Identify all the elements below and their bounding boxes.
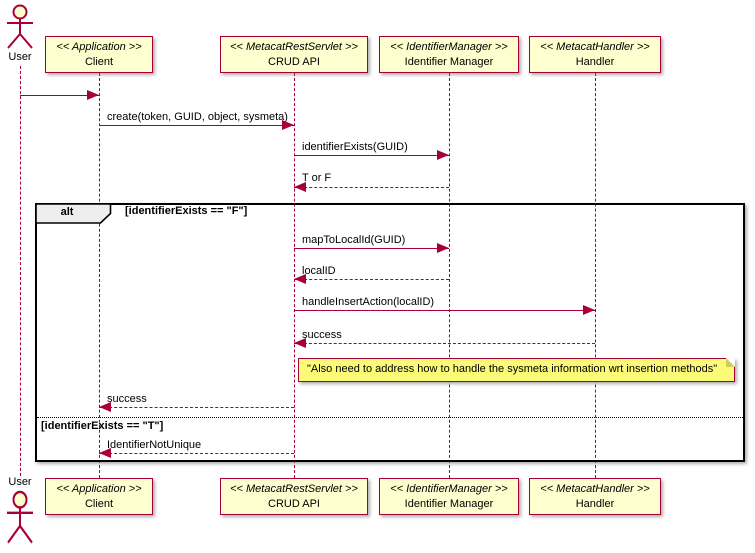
arrowhead-left-icon	[99, 402, 111, 412]
arrowhead-right-icon	[583, 305, 595, 315]
participant-name: Handler	[575, 497, 615, 510]
arrowhead-right-icon	[437, 150, 449, 160]
message-handle-insert-action-label: handleInsertAction(localID)	[302, 296, 435, 308]
message-identifier-exists-line	[294, 155, 449, 156]
participant-stereotype: << IdentifierManager >>	[390, 40, 508, 53]
participant-handler-bottom: << MetacatHandler >> Handler	[529, 478, 661, 515]
message-local-id-line	[294, 279, 449, 280]
participant-client-top: << Application >> Client	[45, 36, 153, 73]
alt-guard-true-branch: [identifierExists == "T"]	[41, 420, 164, 432]
alt-fragment-frame	[35, 203, 745, 462]
user-actor-icon	[7, 4, 33, 49]
lifeline-handler	[595, 73, 596, 478]
alt-guard-false-branch: [identifierExists == "F"]	[125, 205, 248, 217]
lifeline-client	[99, 73, 100, 478]
actor-label-bottom: User	[8, 476, 32, 488]
note-text: "Also need to address how to handle the …	[307, 363, 718, 375]
participant-name: CRUD API	[268, 497, 320, 510]
arrowhead-left-icon	[294, 182, 306, 192]
participant-stereotype: << MetacatHandler >>	[540, 482, 650, 495]
arrowhead-right-icon	[87, 90, 99, 100]
message-t-or-f-label: T or F	[302, 172, 332, 184]
participant-crud-api-top: << MetacatRestServlet >> CRUD API	[220, 36, 368, 73]
message-t-or-f-line	[294, 187, 449, 188]
participant-stereotype: << MetacatHandler >>	[540, 40, 650, 53]
message-success-handler-label: success	[302, 329, 342, 341]
alt-operator-label: alt	[60, 206, 74, 218]
arrowhead-left-icon	[294, 274, 306, 284]
message-user-to-client-line	[20, 95, 99, 96]
arrowhead-right-icon	[282, 120, 294, 130]
message-local-id-label: localID	[302, 265, 336, 277]
participant-stereotype: << IdentifierManager >>	[390, 482, 508, 495]
user-actor-icon	[7, 490, 33, 544]
message-create-line	[99, 125, 294, 126]
participant-client-bottom: << Application >> Client	[45, 478, 153, 515]
participant-stereotype: << Application >>	[56, 482, 142, 495]
message-success-handler-line	[294, 343, 595, 344]
participant-name: Client	[84, 55, 114, 68]
participant-name: Handler	[575, 55, 615, 68]
participant-stereotype: << MetacatRestServlet >>	[230, 482, 358, 495]
arrowhead-right-icon	[437, 243, 449, 253]
message-success-client-label: success	[107, 393, 147, 405]
participant-name: Identifier Manager	[404, 497, 494, 510]
participant-stereotype: << MetacatRestServlet >>	[230, 40, 358, 53]
lifeline-user	[20, 66, 21, 476]
message-map-to-local-id-label: mapToLocalId(GUID)	[302, 234, 406, 246]
participant-crud-api-bottom: << MetacatRestServlet >> CRUD API	[220, 478, 368, 515]
participant-name: Identifier Manager	[404, 55, 494, 68]
participant-name: CRUD API	[268, 55, 320, 68]
alt-operator-pentagon	[36, 204, 112, 224]
message-identifier-not-unique-line	[99, 453, 294, 454]
lifeline-identifier-manager	[449, 73, 450, 478]
participant-identifier-manager-bottom: << IdentifierManager >> Identifier Manag…	[379, 478, 519, 515]
message-map-to-local-id-line	[294, 248, 449, 249]
participant-stereotype: << Application >>	[56, 40, 142, 53]
message-identifier-exists-label: identifierExists(GUID)	[302, 141, 408, 153]
message-create-label: create(token, GUID, object, sysmeta)	[107, 111, 288, 123]
arrowhead-left-icon	[294, 338, 306, 348]
note: "Also need to address how to handle the …	[298, 358, 735, 382]
participant-identifier-manager-top: << IdentifierManager >> Identifier Manag…	[379, 36, 519, 73]
participant-name: Client	[84, 497, 114, 510]
message-handle-insert-action-line	[294, 310, 595, 311]
participant-handler-top: << MetacatHandler >> Handler	[529, 36, 661, 73]
arrowhead-left-icon	[99, 448, 111, 458]
alt-else-divider	[37, 417, 743, 418]
message-identifier-not-unique-label: IdentifierNotUnique	[107, 439, 202, 451]
message-success-client-line	[99, 407, 294, 408]
actor-label-top: User	[8, 51, 32, 63]
